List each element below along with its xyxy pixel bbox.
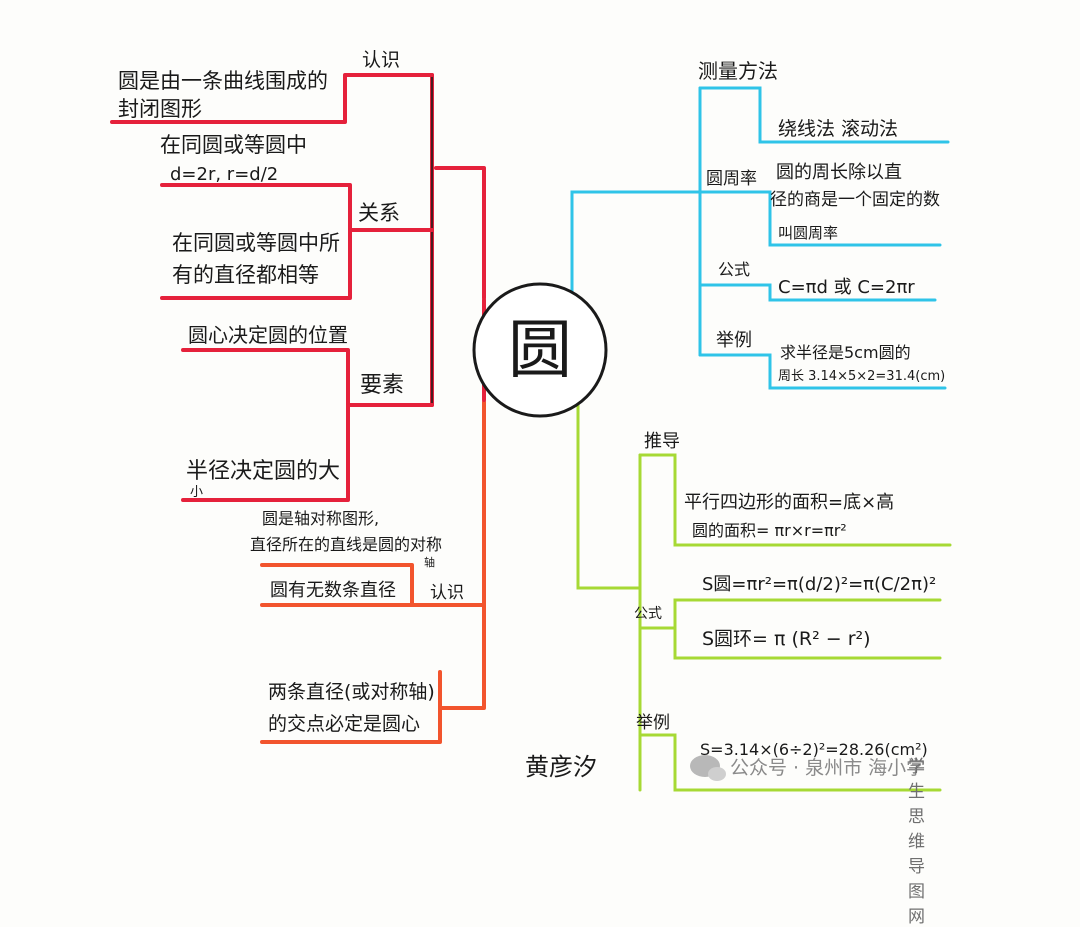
group5-item-1: 两条直径(或对称轴)	[268, 681, 435, 703]
formula-label: 公式	[718, 260, 750, 279]
group1-item-2: 封闭图形	[118, 97, 202, 121]
orange-trunk	[438, 400, 486, 710]
group1-label: 认识	[362, 49, 400, 71]
example-label: 举例	[716, 330, 752, 351]
group2-branch	[160, 183, 434, 232]
right-blue-branches	[570, 86, 950, 390]
pi-item-2: 径的商是一个固定的数	[770, 190, 940, 210]
wechat-icon	[690, 755, 726, 781]
group2-item-1: 在同圆或等圆中	[160, 133, 307, 157]
red-trunk	[434, 166, 486, 300]
left-red-branches	[110, 73, 486, 502]
right-blue-texts: 测量方法 绕线法 滚动法 圆周率 圆的周长除以直 径的商是一个固定的数 叫圆周率…	[698, 59, 945, 384]
pi-item-1: 圆的周长除以直	[776, 162, 902, 183]
group3-item-2: 半径决定圆的大	[186, 459, 340, 484]
watermark-site: 学生思维导图网	[908, 757, 925, 927]
mind-map: 圆 认识 圆是由一条曲线围成的 封闭图形 在同圆或等圆中 d=2r, r=d/2…	[110, 49, 952, 792]
watermark: 公众号 · 泉州市 海小学 学生思维导图网	[690, 750, 926, 927]
group4-item-1: 圆是轴对称图形,	[262, 509, 379, 528]
group4-item-4: 圆有无数条直径	[270, 580, 396, 601]
area-formula-label: 公式	[634, 606, 662, 622]
group1-item-1: 圆是由一条曲线围成的	[118, 69, 328, 93]
blue-trunk	[570, 190, 702, 302]
example-1: 求半径是5cm圆的	[780, 343, 911, 362]
group2-item-3: 在同圆或等圆中所	[172, 231, 340, 255]
group4-item-2: 直径所在的直线是圆的对称	[250, 535, 442, 554]
measure-label: 测量方法	[698, 59, 778, 83]
pi-label: 圆周率	[706, 169, 757, 189]
area-formula-2: S圆环= π (R² − r²)	[702, 628, 871, 650]
area-formula-1: S圆=πr²=π(d/2)²=π(C/2π)²	[702, 574, 936, 595]
group3-label: 要素	[360, 373, 404, 398]
measure-methods: 绕线法 滚动法	[778, 118, 898, 140]
formula: C=πd 或 C=2πr	[778, 277, 915, 298]
right-green-texts: 推导 平行四边形的面积=底×高 圆的面积= πr×r=πr² S圆=πr²=π(…	[634, 431, 936, 759]
group2-item-2: d=2r, r=d/2	[170, 164, 278, 185]
right-green-branches	[576, 398, 952, 792]
author-signature: 黄彦汐	[525, 753, 597, 781]
group3-branch	[181, 348, 434, 407]
group4-label: 认识	[430, 583, 464, 603]
group3-item-3: 小	[190, 485, 203, 500]
watermark-text: 公众号 · 泉州市 海小学	[730, 756, 926, 779]
pi-item-3: 叫圆周率	[778, 224, 838, 242]
group4-item-3: 轴	[424, 555, 435, 569]
area-example-label: 举例	[636, 713, 670, 733]
derive-2: 圆的面积= πr×r=πr²	[692, 521, 847, 540]
center-label: 圆	[508, 314, 572, 388]
group3-item-1: 圆心决定圆的位置	[188, 323, 348, 347]
area-example: S=3.14×(6÷2)²=28.26(cm²)	[700, 740, 928, 759]
group2-label: 关系	[358, 201, 400, 225]
group2-item-4: 有的直径都相等	[172, 263, 319, 287]
green-trunk	[576, 398, 642, 590]
center-node: 圆	[472, 282, 608, 418]
derive-label: 推导	[644, 431, 680, 452]
derive-1: 平行四边形的面积=底×高	[684, 492, 894, 513]
mind-map-canvas: 圆 认识 圆是由一条曲线围成的 封闭图形 在同圆或等圆中 d=2r, r=d/2…	[110, 49, 952, 792]
example-2: 周长 3.14×5×2=31.4(cm)	[778, 369, 945, 384]
left-texts: 认识 圆是由一条曲线围成的 封闭图形 在同圆或等圆中 d=2r, r=d/2 关…	[118, 49, 464, 735]
group5-item-2: 的交点必定是圆心	[268, 713, 420, 735]
group1-branch	[110, 73, 434, 124]
